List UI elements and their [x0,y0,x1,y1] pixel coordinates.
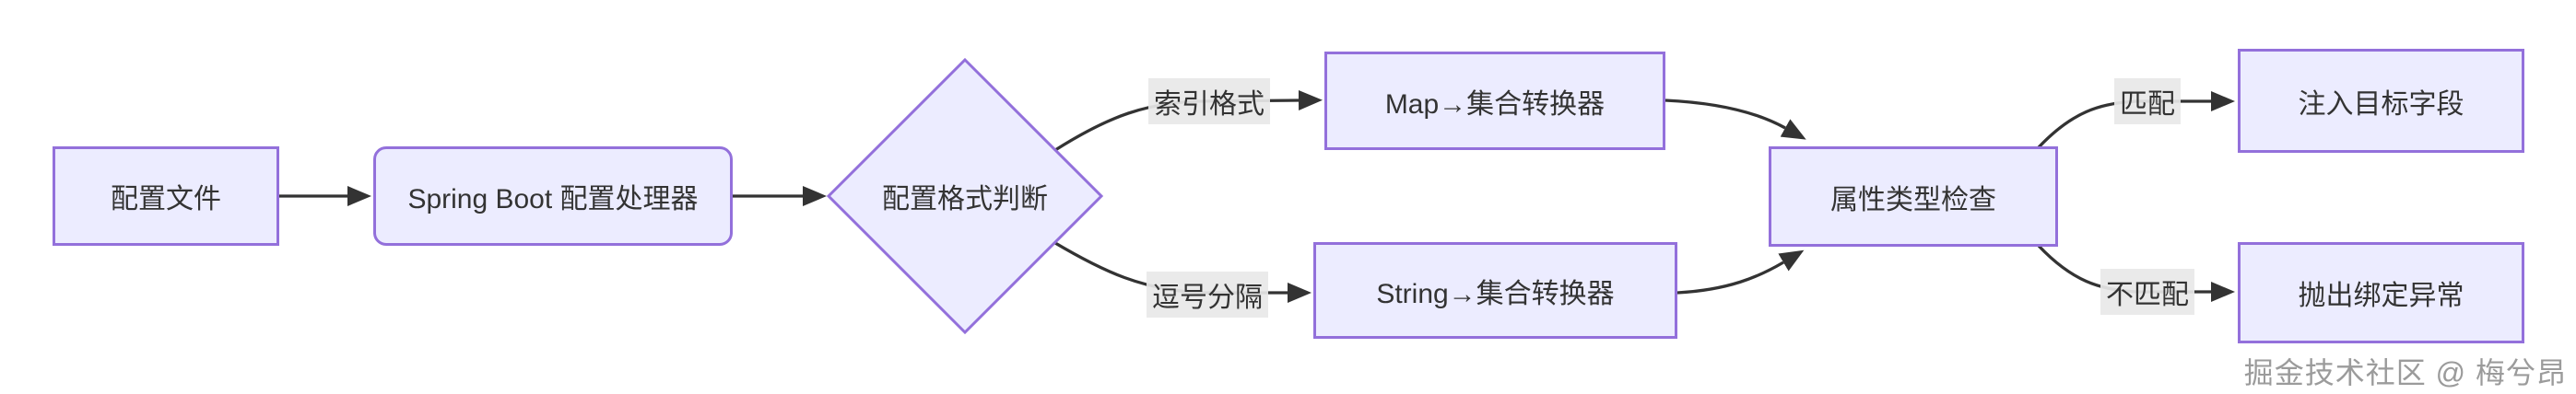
node-config-file-label: 配置文件 [111,184,221,214]
node-map-converter: Map→集合转换器 [1324,52,1665,150]
node-map-converter-label: Map→集合转换器 [1384,88,1606,120]
edge-label-index-format: 索引格式 [1148,78,1270,124]
node-config-file: 配置文件 [53,146,279,246]
node-spring-boot-processor: Spring Boot 配置处理器 [373,146,733,246]
node-spring-boot-processor-label: Spring Boot 配置处理器 [407,184,699,214]
edge-label-comma-separated: 逗号分隔 [1147,272,1268,318]
edge-label-no-match: 不匹配 [2100,269,2194,315]
node-inject-field: 注入目标字段 [2238,49,2524,153]
watermark: 掘金技术社区 @ 梅兮昂 [2243,356,2567,389]
node-string-converter-label: String→集合转换器 [1376,278,1615,309]
node-throw-exception-label: 抛出绑定异常 [2298,281,2464,311]
node-type-check-label: 属性类型检查 [1830,184,1996,215]
decision-diamond-shape [827,58,1103,334]
node-inject-field-label: 注入目标字段 [2298,88,2464,120]
edge-label-match: 匹配 [2114,78,2181,124]
node-type-check: 属性类型检查 [1769,146,2058,247]
node-string-converter: String→集合转换器 [1313,242,1677,339]
node-throw-exception: 抛出绑定异常 [2238,242,2524,343]
node-format-decision: 配置格式判断 [827,58,1103,334]
edge-stringconverter-typecheck [1676,249,1805,295]
node-format-decision-label: 配置格式判断 [882,184,1048,214]
edge-mapconverter-typecheck [1664,98,1806,140]
